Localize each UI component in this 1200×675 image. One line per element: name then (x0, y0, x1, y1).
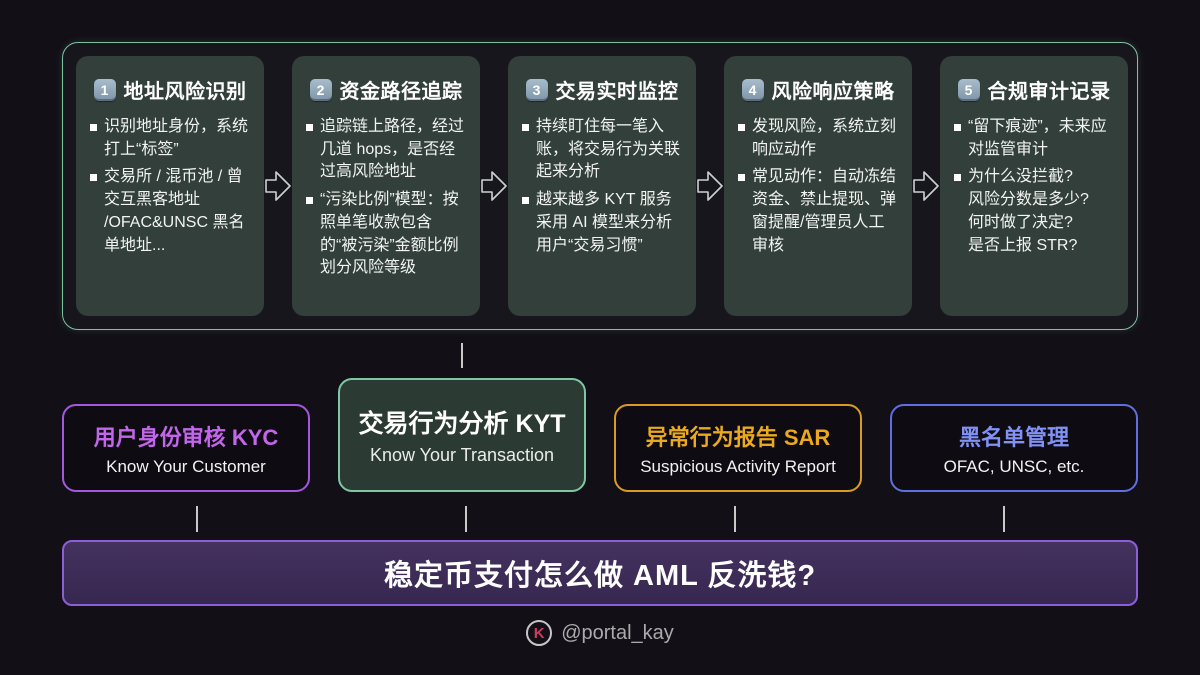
flow-card-risk-response: 4 风险响应策略 发现风险，系统立刻响应动作 常见动作：自动冻结资金、禁止提现、… (724, 56, 912, 316)
connector-flow-to-kyt (461, 343, 463, 368)
step-number-badge: 3 (525, 78, 548, 101)
concept-title: 用户身份审核 KYC (93, 424, 279, 450)
card-header: 3 交易实时监控 (522, 75, 682, 104)
bullet-item: 持续盯住每一笔入账，将交易行为关联起来分析 (522, 116, 682, 184)
concept-box-kyc: 用户身份审核 KYC Know Your Customer (62, 404, 310, 492)
bullet-text: 发现风险，系统立刻响应动作 (752, 118, 897, 158)
concept-box-blacklist: 黑名单管理 OFAC, UNSC, etc. (890, 404, 1138, 492)
concept-subtitle: Know Your Customer (106, 456, 266, 476)
card-title: 交易实时监控 (555, 81, 679, 103)
card-title: 地址风险识别 (123, 81, 247, 103)
bullet-square-icon (954, 174, 961, 182)
connector-blacklist-to-title (869, 506, 1138, 532)
bullet-square-icon (90, 174, 97, 182)
bullet-text: 常见动作：自动冻结资金、禁止提现、弹窗提醒/管理员人工审核 (752, 168, 897, 254)
connector-kyc-to-title (62, 506, 331, 532)
aml-flow-panel: 1 地址风险识别 识别地址身份，系统打上“标签” 交易所 / 混币池 / 曾交互… (62, 42, 1138, 330)
concept-box-sar: 异常行为报告 SAR Suspicious Activity Report (614, 404, 862, 492)
watermark: K @portal_kay (0, 620, 1200, 646)
bullet-square-icon (738, 124, 745, 131)
step-number-badge: 1 (93, 78, 116, 101)
bullet-text: 追踪链上路径，经过几道 hops，是否经过高风险地址 (320, 118, 465, 181)
flow-arrow (696, 168, 724, 204)
bullet-text: 为什么没拦截? 风险分数是多少? 何时做了决定? 是否上报 STR? (968, 168, 1089, 254)
concept-row: 用户身份审核 KYC Know Your Customer 交易行为分析 KYT… (62, 378, 1138, 492)
bullet-square-icon (522, 197, 529, 205)
flow-card-audit-record: 5 合规审计记录 “留下痕迹”，未来应对监管审计 为什么没拦截? 风险分数是多少… (940, 56, 1128, 316)
connector-row (62, 506, 1138, 532)
concept-title: 交易行为分析 KYT (358, 410, 566, 438)
flow-arrow (480, 168, 508, 204)
bullet-item: 发现风险，系统立刻响应动作 (738, 116, 898, 161)
flow-card-address-risk: 1 地址风险识别 识别地址身份，系统打上“标签” 交易所 / 混币池 / 曾交互… (76, 56, 264, 316)
card-title: 资金路径追踪 (339, 81, 463, 103)
card-title: 风险响应策略 (771, 81, 895, 103)
step-number-badge: 2 (309, 78, 332, 101)
bullet-item: 交易所 / 混币池 / 曾交互黑客地址 /OFAC&UNSC 黑名单地址... (90, 166, 250, 257)
bullet-item: 追踪链上路径，经过几道 hops，是否经过高风险地址 (306, 116, 466, 184)
connector-kyt-to-title (331, 506, 600, 532)
step-number-badge: 4 (741, 78, 764, 101)
concept-box-kyt: 交易行为分析 KYT Know Your Transaction (338, 378, 586, 492)
bullet-text: 越来越多 KYT 服务采用 AI 模型来分析用户“交易习惯” (536, 191, 673, 254)
card-header: 5 合规审计记录 (954, 75, 1114, 104)
bullet-text: 持续盯住每一笔入账，将交易行为关联起来分析 (536, 118, 681, 181)
bullet-item: 常见动作：自动冻结资金、禁止提现、弹窗提醒/管理员人工审核 (738, 166, 898, 257)
card-header: 1 地址风险识别 (90, 75, 250, 104)
concept-subtitle: Know Your Transaction (369, 445, 555, 465)
k-logo-icon: K (526, 620, 553, 646)
bullet-square-icon (522, 124, 529, 131)
main-title: 稳定币支付怎么做 AML 反洗钱? (383, 560, 817, 592)
bullet-square-icon (306, 124, 313, 131)
bullet-item: 越来越多 KYT 服务采用 AI 模型来分析用户“交易习惯” (522, 189, 682, 257)
right-arrow-icon (265, 171, 291, 201)
concept-subtitle: Suspicious Activity Report (640, 456, 836, 476)
concept-title: 异常行为报告 SAR (645, 424, 831, 450)
bullet-item: “留下痕迹”，未来应对监管审计 (954, 116, 1114, 161)
flow-arrow (912, 168, 940, 204)
step-number-badge: 5 (957, 78, 980, 101)
bullet-square-icon (306, 197, 313, 205)
bullet-text: “留下痕迹”，未来应对监管审计 (968, 118, 1107, 158)
bullet-square-icon (954, 124, 961, 131)
bullet-square-icon (90, 124, 97, 131)
author-handle: @portal_kay (561, 621, 674, 644)
connector-sar-to-title (600, 506, 869, 532)
right-arrow-icon (697, 171, 723, 201)
bullet-text: “污染比例”模型：按照单笔收款包含的“被污染”金额比例划分风险等级 (320, 191, 459, 277)
card-header: 4 风险响应策略 (738, 75, 898, 104)
right-arrow-icon (481, 171, 507, 201)
bullet-text: 交易所 / 混币池 / 曾交互黑客地址 /OFAC&UNSC 黑名单地址... (104, 168, 245, 254)
main-title-bar: 稳定币支付怎么做 AML 反洗钱? (62, 540, 1138, 606)
bullet-item: “污染比例”模型：按照单笔收款包含的“被污染”金额比例划分风险等级 (306, 189, 466, 280)
card-title: 合规审计记录 (987, 81, 1111, 103)
bullet-text: 识别地址身份，系统打上“标签” (104, 118, 249, 158)
flow-arrow (264, 168, 292, 204)
concept-subtitle: OFAC, UNSC, etc. (943, 456, 1085, 476)
flow-card-realtime-monitor: 3 交易实时监控 持续盯住每一笔入账，将交易行为关联起来分析 越来越多 KYT … (508, 56, 696, 316)
flow-card-fund-path: 2 资金路径追踪 追踪链上路径，经过几道 hops，是否经过高风险地址 “污染比… (292, 56, 480, 316)
bullet-item: 为什么没拦截? 风险分数是多少? 何时做了决定? 是否上报 STR? (954, 166, 1114, 257)
card-header: 2 资金路径追踪 (306, 75, 466, 104)
right-arrow-icon (913, 171, 939, 201)
concept-title: 黑名单管理 (958, 424, 1069, 450)
bullet-item: 识别地址身份，系统打上“标签” (90, 116, 250, 161)
bullet-square-icon (738, 174, 745, 182)
